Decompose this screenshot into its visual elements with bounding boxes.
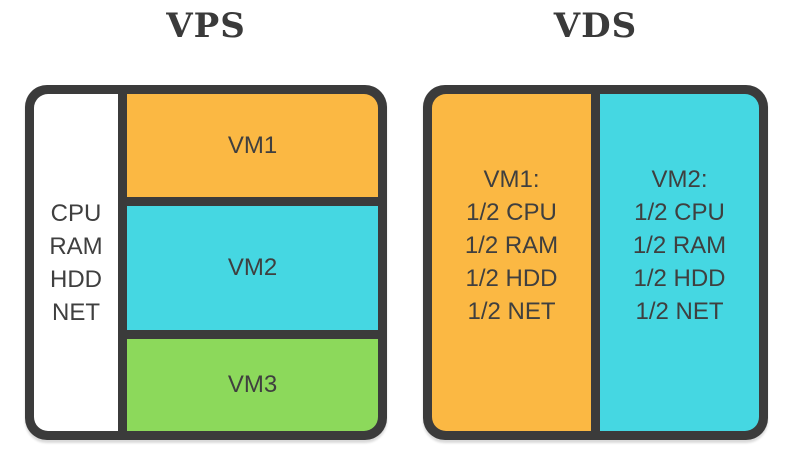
vds-vm2-column: VM2: 1/2 CPU 1/2 RAM 1/2 HDD 1/2 NET (600, 94, 759, 431)
vps-host-resources-column: CPU RAM HDD NET (34, 94, 118, 431)
vds-vm1-resource-cpu: 1/2 CPU (466, 199, 557, 226)
vps-vm1-label: VM1 (227, 131, 278, 159)
vds-vm2-resource-hdd: 1/2 HDD (633, 265, 726, 292)
vds-box: VM1: 1/2 CPU 1/2 RAM 1/2 HDD 1/2 NET VM2… (423, 85, 768, 440)
host-resource-cpu: CPU (50, 199, 102, 227)
vds-vm2-title: VM2: (651, 166, 708, 193)
vds-vm1-title: VM1: (483, 166, 540, 193)
vps-vm3-block: VM3 (127, 338, 378, 431)
vds-vm1-resource-ram: 1/2 RAM (464, 232, 559, 259)
vps-vm1-block: VM1 (127, 94, 378, 198)
vds-vm2-resource-ram: 1/2 RAM (632, 232, 727, 259)
vds-vm2-resource-net: 1/2 NET (635, 298, 724, 325)
host-resource-hdd: HDD (50, 265, 102, 293)
vps-vm2-block: VM2 (127, 206, 378, 330)
vps-vm-stack: VM1 VM2 VM3 (127, 94, 378, 431)
vps-vm2-label: VM2 (227, 253, 278, 281)
vps-box: CPU RAM HDD NET VM1 VM2 VM3 (25, 85, 387, 440)
vps-vm3-label: VM3 (227, 370, 278, 398)
vps-title: VPS (166, 6, 246, 46)
vds-title: VDS (553, 6, 638, 46)
vds-vm1-column: VM1: 1/2 CPU 1/2 RAM 1/2 HDD 1/2 NET (432, 94, 591, 431)
host-resource-ram: RAM (49, 232, 103, 260)
vds-vm2-resource-cpu: 1/2 CPU (634, 199, 725, 226)
vds-vm1-resource-net: 1/2 NET (467, 298, 556, 325)
vds-vm1-resource-hdd: 1/2 HDD (465, 265, 558, 292)
host-resource-net: NET (52, 298, 100, 326)
